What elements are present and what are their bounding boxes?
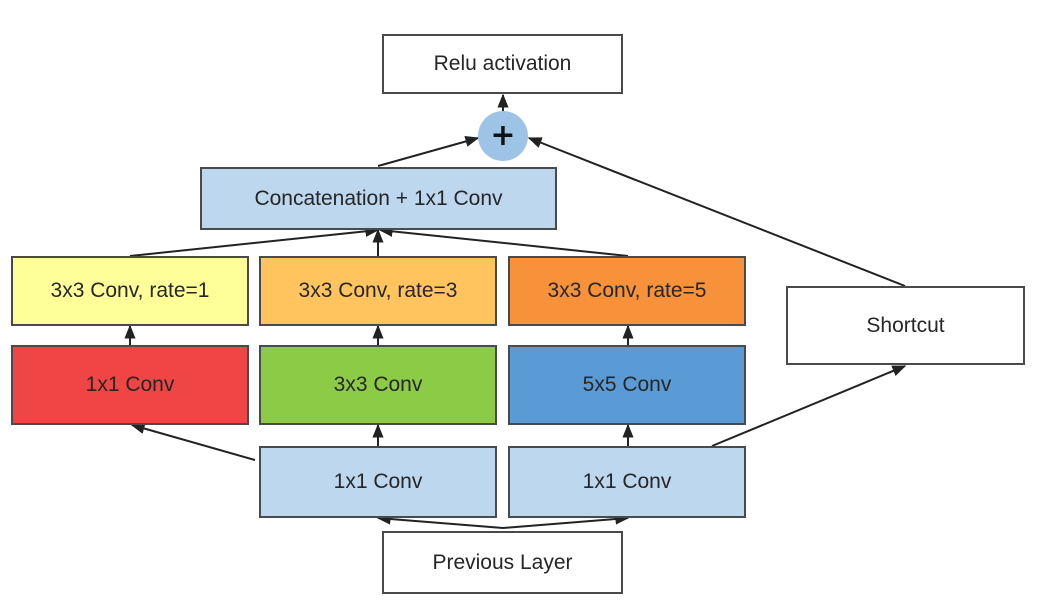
base-conv-left-label: 1x1 Conv xyxy=(333,470,423,493)
addition-node: + xyxy=(478,111,528,161)
base-conv-left-box: 1x1 Conv xyxy=(259,446,497,518)
dilated-conv-rate5-box: 3x3 Conv, rate=5 xyxy=(508,256,746,326)
concatenation-box: Concatenation + 1x1 Conv xyxy=(200,167,557,230)
conv-5x5-blue-box: 5x5 Conv xyxy=(508,345,746,425)
edge-rate1-to-concat xyxy=(129,225,380,257)
edge-previous-to-base-left xyxy=(376,513,504,529)
dilated-conv-rate5-label: 3x3 Conv, rate=5 xyxy=(547,279,707,302)
concatenation-label: Concatenation + 1x1 Conv xyxy=(254,186,503,210)
edge-base-left-to-red-conv xyxy=(130,423,256,461)
base-conv-right-label: 1x1 Conv xyxy=(582,470,672,493)
edge-rate5-to-concat xyxy=(378,225,629,257)
dilated-conv-rate3-box: 3x3 Conv, rate=3 xyxy=(259,256,497,326)
dilated-conv-rate1-label: 3x3 Conv, rate=1 xyxy=(50,279,210,302)
shortcut-box: Shortcut xyxy=(786,286,1025,365)
conv-3x3-green-box: 3x3 Conv xyxy=(259,345,497,425)
plus-icon: + xyxy=(490,118,516,153)
dilated-conv-rate3-label: 3x3 Conv, rate=3 xyxy=(298,279,458,302)
conv-3x3-green-label: 3x3 Conv xyxy=(333,373,423,396)
conv-1x1-red-box: 1x1 Conv xyxy=(11,345,249,425)
previous-layer-box: Previous Layer xyxy=(382,531,623,594)
relu-activation-box: Relu activation xyxy=(382,34,623,94)
edge-previous-to-base-right xyxy=(502,513,630,529)
dilated-conv-rate1-box: 3x3 Conv, rate=1 xyxy=(11,256,249,326)
conv-1x1-red-label: 1x1 Conv xyxy=(85,373,175,396)
previous-layer-label: Previous Layer xyxy=(432,550,573,574)
conv-5x5-blue-label: 5x5 Conv xyxy=(582,373,672,396)
relu-activation-label: Relu activation xyxy=(433,52,572,75)
edge-base-right-to-shortcut xyxy=(711,365,907,447)
base-conv-right-box: 1x1 Conv xyxy=(508,446,746,518)
edge-shortcut-to-add xyxy=(527,137,906,287)
edge-concat-to-add xyxy=(377,136,480,167)
shortcut-label: Shortcut xyxy=(866,313,945,337)
